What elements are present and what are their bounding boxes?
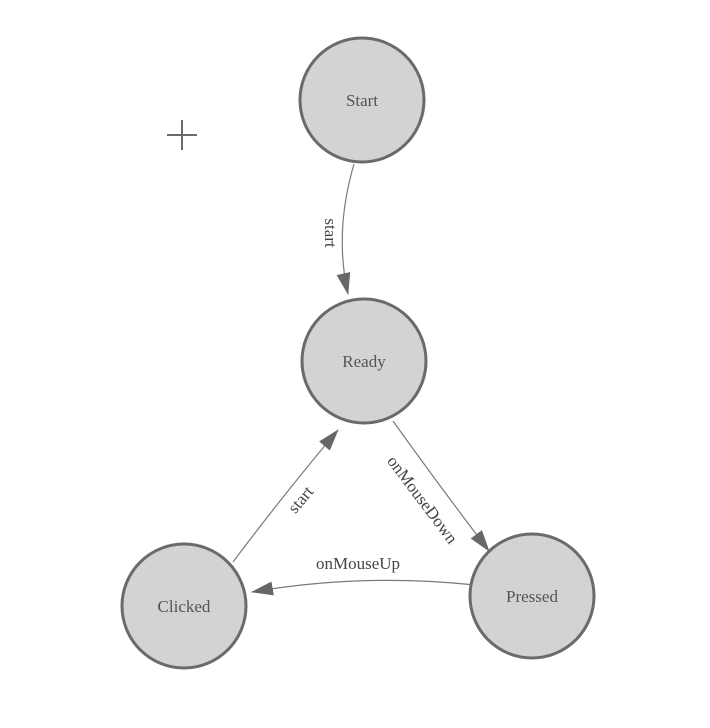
node-clicked[interactable]: Clicked xyxy=(120,542,248,670)
edge-line-pressed-to-clicked[interactable] xyxy=(251,579,476,596)
node-circle-pressed[interactable] xyxy=(468,532,596,660)
node-circle-ready[interactable] xyxy=(300,297,428,425)
node-label-start: Start xyxy=(346,91,378,110)
edge-ready-to-pressed: onMouseDown xyxy=(383,420,490,552)
node-label-pressed: Pressed xyxy=(506,587,558,606)
edge-clicked-to-ready: start xyxy=(232,429,339,563)
node-start[interactable]: Start xyxy=(298,36,426,164)
edge-start-to-ready: start xyxy=(321,163,355,295)
node-ready[interactable]: Ready xyxy=(300,297,428,425)
edge-pressed-to-clicked: onMouseUp xyxy=(251,554,476,596)
edge-label-pressed-to-clicked[interactable]: onMouseUp xyxy=(316,554,400,573)
node-label-clicked: Clicked xyxy=(158,597,211,616)
node-circle-start[interactable] xyxy=(298,36,426,164)
edge-label-clicked-to-ready[interactable]: start xyxy=(284,482,318,517)
edge-label-start-to-ready[interactable]: start xyxy=(321,218,340,248)
node-circle-clicked[interactable] xyxy=(120,542,248,670)
edge-line-start-to-ready[interactable] xyxy=(336,163,355,295)
edge-line-clicked-to-ready[interactable] xyxy=(232,429,339,563)
crosshair-icon xyxy=(167,120,197,150)
node-pressed[interactable]: Pressed xyxy=(468,532,596,660)
edge-line-ready-to-pressed[interactable] xyxy=(392,420,490,552)
node-label-ready: Ready xyxy=(342,352,386,371)
